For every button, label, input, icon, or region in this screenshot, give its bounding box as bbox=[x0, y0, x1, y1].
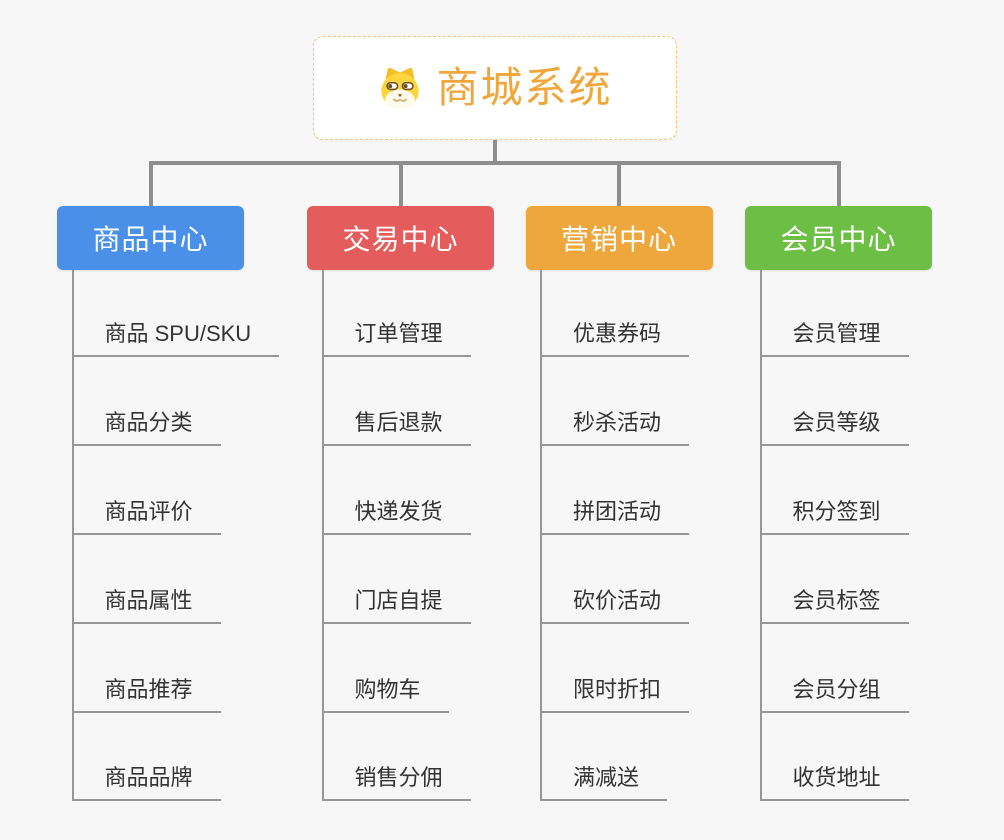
branch-node-product-center[interactable]: 商品中心 bbox=[57, 206, 244, 270]
connector-line bbox=[148, 161, 841, 165]
leaf-node[interactable]: 销售分佣 bbox=[321, 755, 471, 801]
connector-line bbox=[836, 161, 841, 208]
leaf-node[interactable]: 商品品牌 bbox=[71, 755, 221, 801]
connector-line bbox=[617, 161, 621, 208]
branch-trunk-line bbox=[321, 270, 324, 801]
leaf-node[interactable]: 会员管理 bbox=[759, 311, 909, 357]
branch-trunk-line bbox=[759, 270, 762, 801]
branch-node-member-center[interactable]: 会员中心 bbox=[745, 206, 932, 270]
leaf-node[interactable]: 收货地址 bbox=[759, 755, 909, 801]
root-title: 商城系统 bbox=[436, 64, 613, 111]
branch-node-trade-center[interactable]: 交易中心 bbox=[307, 206, 494, 270]
leaf-node[interactable]: 砍价活动 bbox=[540, 578, 690, 624]
leaf-node[interactable]: 购物车 bbox=[321, 667, 449, 713]
leaf-node[interactable]: 商品 SPU/SKU bbox=[71, 311, 280, 357]
leaf-node[interactable]: 积分签到 bbox=[759, 489, 909, 535]
leaf-node[interactable]: 会员分组 bbox=[759, 667, 909, 713]
leaf-node[interactable]: 快递发货 bbox=[321, 489, 471, 535]
connector-line bbox=[493, 140, 497, 165]
leaf-node[interactable]: 售后退款 bbox=[321, 400, 471, 446]
branch-node-marketing-center[interactable]: 营销中心 bbox=[525, 206, 713, 270]
leaf-node[interactable]: 满减送 bbox=[540, 755, 668, 801]
connector-line bbox=[398, 161, 403, 208]
leaf-node[interactable]: 门店自提 bbox=[321, 578, 471, 624]
leaf-node[interactable]: 商品分类 bbox=[71, 400, 221, 446]
leaf-node[interactable]: 商品推荐 bbox=[71, 667, 221, 713]
leaf-node[interactable]: 订单管理 bbox=[321, 311, 471, 357]
leaf-node[interactable]: 秒杀活动 bbox=[540, 400, 690, 446]
leaf-node[interactable]: 优惠券码 bbox=[540, 311, 690, 357]
branch-trunk-line bbox=[540, 270, 542, 801]
connector-line bbox=[148, 161, 153, 208]
leaf-node[interactable]: 限时折扣 bbox=[540, 667, 690, 713]
leaf-node[interactable]: 商品属性 bbox=[71, 578, 221, 624]
root-node[interactable]: 商城系统 bbox=[313, 36, 677, 140]
branch-trunk-line bbox=[71, 270, 74, 801]
leaf-node[interactable]: 商品评价 bbox=[71, 489, 221, 535]
dog-face-icon bbox=[381, 67, 420, 109]
leaf-node[interactable]: 会员等级 bbox=[759, 400, 909, 446]
leaf-node[interactable]: 拼团活动 bbox=[540, 489, 690, 535]
leaf-node[interactable]: 会员标签 bbox=[759, 578, 909, 624]
